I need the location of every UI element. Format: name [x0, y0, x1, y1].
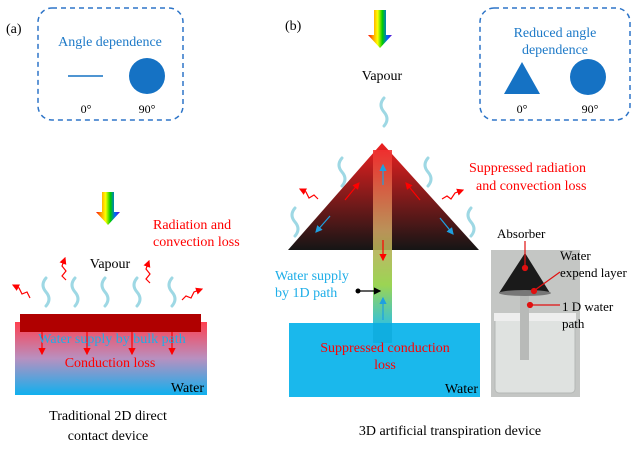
reduced-box-title-line1: Reduced angle — [514, 26, 597, 41]
absorber-label: Absorber — [497, 226, 546, 241]
path-in-water — [373, 323, 392, 343]
panel-a-label: (a) — [6, 22, 22, 37]
suppressed-loss-line1: Suppressed radiation — [469, 161, 586, 176]
water-path-line2: path — [562, 316, 585, 331]
water-supply-label: Water supply by bulk path — [38, 332, 185, 347]
angle-0-label: 0° — [81, 102, 92, 116]
circle-projection-icon — [129, 58, 165, 94]
sunlight-arrow-icon — [368, 10, 392, 48]
water-path-line1: 1 D water — [562, 299, 614, 314]
device-photo — [491, 250, 580, 397]
vapour-label: Vapour — [90, 257, 131, 272]
panel-b-label: (b) — [285, 19, 302, 34]
loss-label-line2: convection loss — [153, 235, 240, 250]
reduced-angle-90-label: 90° — [582, 102, 599, 116]
bulk-water — [15, 322, 207, 395]
sunlight-arrow-icon — [96, 192, 120, 225]
suppressed-loss-line2: and convection loss — [476, 179, 586, 194]
angle-90-label: 90° — [139, 102, 156, 116]
caption-a-line1: Traditional 2D direct — [49, 409, 167, 424]
radiation-arrows — [11, 256, 204, 301]
2d-absorber — [20, 314, 201, 332]
water-supply-1d-line2: by 1D path — [275, 286, 337, 301]
photo-pointers — [521, 241, 561, 309]
water-label-b: Water — [445, 382, 478, 397]
water-label-a: Water — [171, 381, 204, 396]
suppressed-conduction-line1: Suppressed conduction — [320, 341, 449, 356]
expend-layer-line1: Water — [560, 248, 591, 263]
circle-projection-icon — [570, 59, 606, 95]
expend-layer-line2: expend layer — [560, 265, 627, 280]
angle-box-title: Angle dependence — [58, 35, 162, 50]
triangle-projection-icon — [504, 62, 540, 94]
angle-dependence-box — [37, 7, 184, 121]
suppressed-conduction-line2: loss — [374, 358, 396, 373]
loss-label-line1: Radiation and — [153, 218, 231, 233]
reduced-angle-0-label: 0° — [517, 102, 528, 116]
caption-a-line2: contact device — [68, 429, 148, 444]
reduced-angle-box — [479, 7, 631, 121]
vapour-waves — [41, 276, 177, 308]
vapour-label-b: Vapour — [362, 69, 403, 84]
caption-b: 3D artificial transpiration device — [359, 424, 541, 439]
reduced-box-title-line2: dependence — [522, 43, 588, 58]
water-supply-1d-line1: Water supply — [275, 269, 349, 284]
conduction-arrows — [38, 332, 176, 356]
conduction-loss-label: Conduction loss — [65, 356, 156, 371]
flow-arrows — [298, 163, 465, 320]
